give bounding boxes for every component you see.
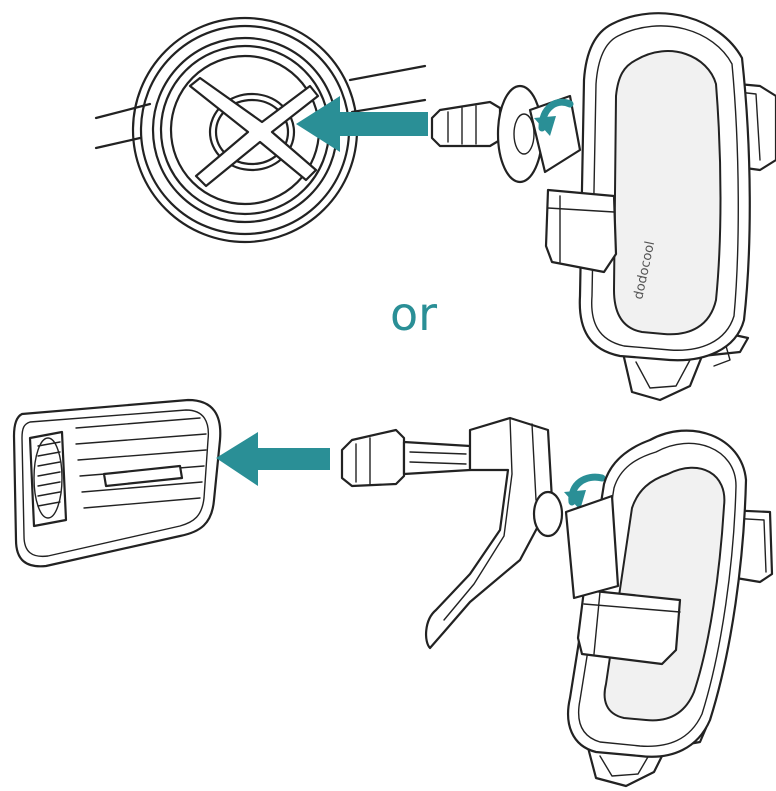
- vent-clip-extension: [340, 416, 564, 650]
- arrow-left-icon: [296, 96, 428, 152]
- horizontal-air-vent: [12, 398, 222, 568]
- phone-holder-top: dodocool: [544, 12, 776, 402]
- arrow-left-icon: [216, 432, 330, 486]
- separator-text: or: [390, 287, 437, 341]
- rotate-arrow-icon: [534, 98, 574, 136]
- phone-holder-bottom: [564, 429, 774, 788]
- rotate-arrow-icon: [564, 473, 606, 510]
- round-air-vent: [94, 16, 427, 244]
